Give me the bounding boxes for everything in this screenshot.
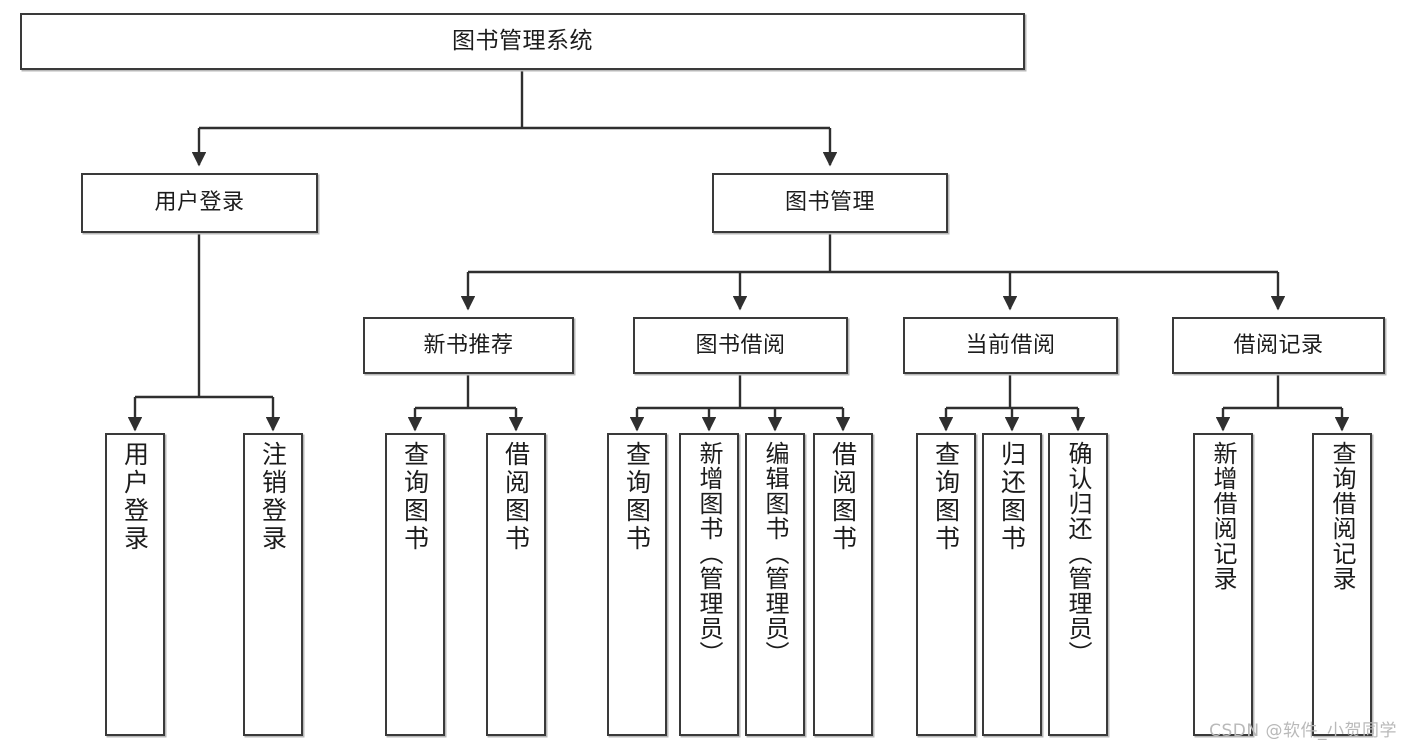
leaf-borrow-add-book-admin[interactable]: 新增图书（管理员） xyxy=(679,433,739,736)
node-label: 查询图书 xyxy=(622,441,652,553)
node-borrow-records[interactable]: 借阅记录 xyxy=(1172,317,1385,374)
node-label: 新书推荐 xyxy=(423,332,514,358)
node-label: 当前借阅 xyxy=(965,332,1056,358)
node-new-book-recommend[interactable]: 新书推荐 xyxy=(363,317,574,374)
leaf-records-add-record[interactable]: 新增借阅记录 xyxy=(1193,433,1253,736)
node-label: 新增借阅记录 xyxy=(1209,441,1237,591)
node-label: 用户登录 xyxy=(120,441,150,553)
leaf-current-query-book[interactable]: 查询图书 xyxy=(916,433,976,736)
node-book-borrow[interactable]: 图书借阅 xyxy=(633,317,848,374)
leaf-new-book-query[interactable]: 查询图书 xyxy=(385,433,445,736)
node-label: 借阅图书 xyxy=(828,441,858,553)
leaf-current-confirm-return-admin[interactable]: 确认归还（管理员） xyxy=(1048,433,1108,736)
node-user-login[interactable]: 用户登录 xyxy=(81,173,318,233)
node-label: 确认归还（管理员） xyxy=(1064,441,1092,666)
node-label: 新增图书（管理员） xyxy=(695,441,723,666)
node-label: 借阅记录 xyxy=(1233,332,1324,358)
node-root-book-management-system[interactable]: 图书管理系统 xyxy=(20,13,1025,70)
leaf-new-book-borrow[interactable]: 借阅图书 xyxy=(486,433,546,736)
node-label: 注销登录 xyxy=(258,441,288,553)
leaf-user-login-login[interactable]: 用户登录 xyxy=(105,433,165,736)
leaf-borrow-edit-book-admin[interactable]: 编辑图书（管理员） xyxy=(745,433,805,736)
csdn-watermark: CSDN @软件_小贺同学 xyxy=(1209,721,1397,741)
node-label: 查询图书 xyxy=(400,441,430,553)
leaf-borrow-borrow-book[interactable]: 借阅图书 xyxy=(813,433,873,736)
node-label: 查询图书 xyxy=(931,441,961,553)
node-label: 图书管理系统 xyxy=(452,27,593,54)
leaf-user-login-logout[interactable]: 注销登录 xyxy=(243,433,303,736)
leaf-current-return-book[interactable]: 归还图书 xyxy=(982,433,1042,736)
node-label: 归还图书 xyxy=(997,441,1027,553)
node-label: 查询借阅记录 xyxy=(1328,441,1356,591)
leaf-records-query-record[interactable]: 查询借阅记录 xyxy=(1312,433,1372,736)
node-book-management[interactable]: 图书管理 xyxy=(712,173,948,233)
node-label: 用户登录 xyxy=(154,190,245,216)
node-label: 编辑图书（管理员） xyxy=(761,441,789,666)
node-current-borrow[interactable]: 当前借阅 xyxy=(903,317,1118,374)
node-label: 图书借阅 xyxy=(695,332,786,358)
leaf-borrow-query-book[interactable]: 查询图书 xyxy=(607,433,667,736)
node-label: 借阅图书 xyxy=(501,441,531,553)
node-label: 图书管理 xyxy=(784,190,875,216)
